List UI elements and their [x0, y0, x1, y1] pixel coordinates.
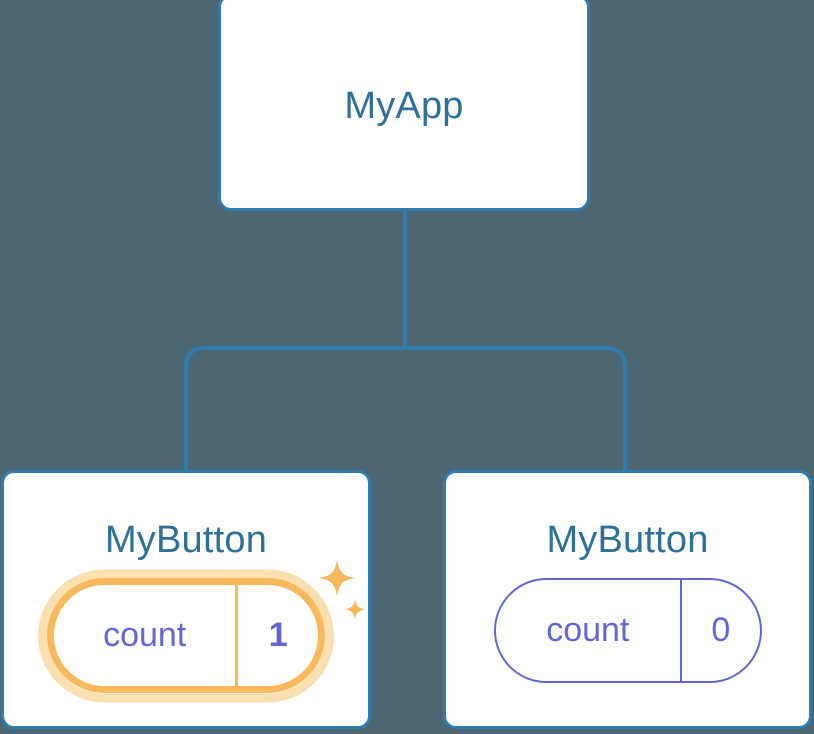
node-myapp[interactable]: MyApp — [218, 0, 590, 211]
node-mybutton-left-title: MyButton — [104, 519, 268, 561]
node-myapp-title: MyApp — [344, 85, 464, 127]
state-pill-right[interactable]: count 0 — [493, 578, 762, 683]
state-pill-right-divider — [680, 580, 683, 681]
node-mybutton-right[interactable]: MyButton count 0 — [443, 470, 812, 729]
state-pill-right-wrap: count 0 — [493, 578, 762, 683]
state-key-right: count — [546, 611, 630, 649]
node-mybutton-left[interactable]: MyButton count 1 — [1, 470, 371, 729]
connector-to-right-child — [405, 346, 627, 472]
node-mybutton-right-title: MyButton — [546, 519, 709, 561]
state-value-left: 1 — [268, 616, 288, 654]
connector-to-left-child — [184, 346, 405, 472]
state-value-right: 0 — [711, 611, 731, 649]
state-pill-left-divider — [235, 585, 239, 686]
state-pill-left[interactable]: count 1 — [47, 578, 325, 693]
state-pill-left-glow — [38, 569, 334, 702]
state-pill-left-wrap: count 1 — [38, 569, 334, 702]
state-key-left: count — [103, 616, 187, 654]
